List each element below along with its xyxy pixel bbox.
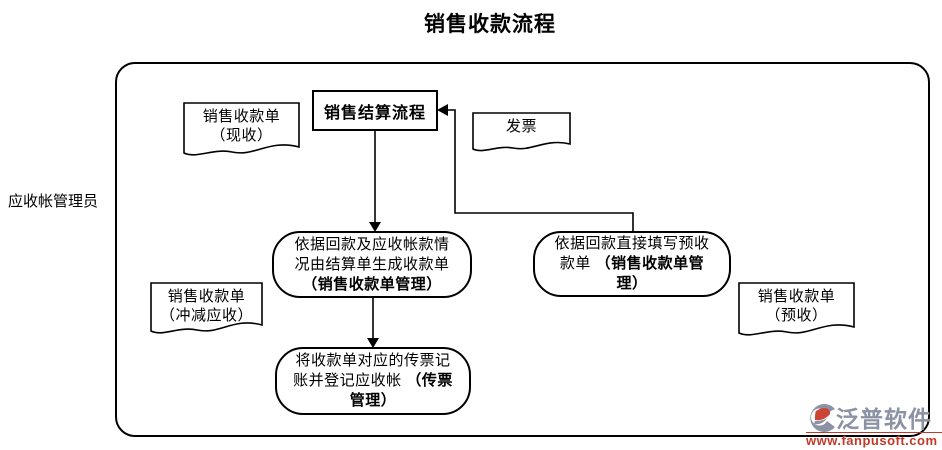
doc-label: 销售收款单 （现收）	[202, 108, 281, 144]
doc-sales-receipt-cash: 销售收款单 （现收）	[183, 102, 300, 160]
document-shape	[183, 102, 300, 156]
page-title: 销售收款流程	[424, 13, 556, 36]
doc-sales-receipt-offset: 销售收款单 （冲减应收）	[150, 282, 263, 338]
node-label: 依据回款直接填写预收款单 （销售收款单管理）	[554, 235, 710, 292]
node-generate-receipt-from-settlement: 依据回款及应收帐款情况由结算单生成收款单（销售收款单管理）	[272, 231, 472, 298]
node-fill-advance-receipt: 依据回款直接填写预收款单 （销售收款单管理）	[533, 231, 731, 297]
doc-label: 发票	[505, 118, 537, 135]
document-shape	[472, 112, 571, 152]
doc-label: 销售收款单 （预收）	[757, 288, 836, 324]
doc-label: 销售收款单 （冲减应收）	[159, 288, 253, 324]
lane-label-ar-administrator: 应收帐管理员	[8, 193, 99, 210]
node-label: 依据回款及应收帐款情况由结算单生成收款单（销售收款单管理）	[294, 235, 450, 293]
swimlane-container	[115, 62, 930, 437]
node-label: 销售结算流程	[323, 104, 426, 122]
watermark-url: www.fanpusoft.com	[806, 432, 942, 448]
watermark-brand: 泛普软件	[836, 406, 932, 432]
node-label: 将收款单对应的传票记账并登记应收帐 （传票管理）	[293, 352, 453, 409]
document-shape	[150, 282, 263, 334]
watermark: 泛普软件 www.fanpusoft.com	[806, 400, 942, 448]
document-shape	[738, 282, 855, 336]
node-sales-settlement-process: 销售结算流程	[312, 90, 438, 131]
doc-invoice: 发票	[472, 112, 571, 156]
node-voucher-posting: 将收款单对应的传票记账并登记应收帐 （传票管理）	[275, 347, 471, 415]
doc-sales-receipt-advance: 销售收款单 （预收）	[738, 282, 855, 340]
fanpu-logo-icon	[810, 404, 835, 432]
